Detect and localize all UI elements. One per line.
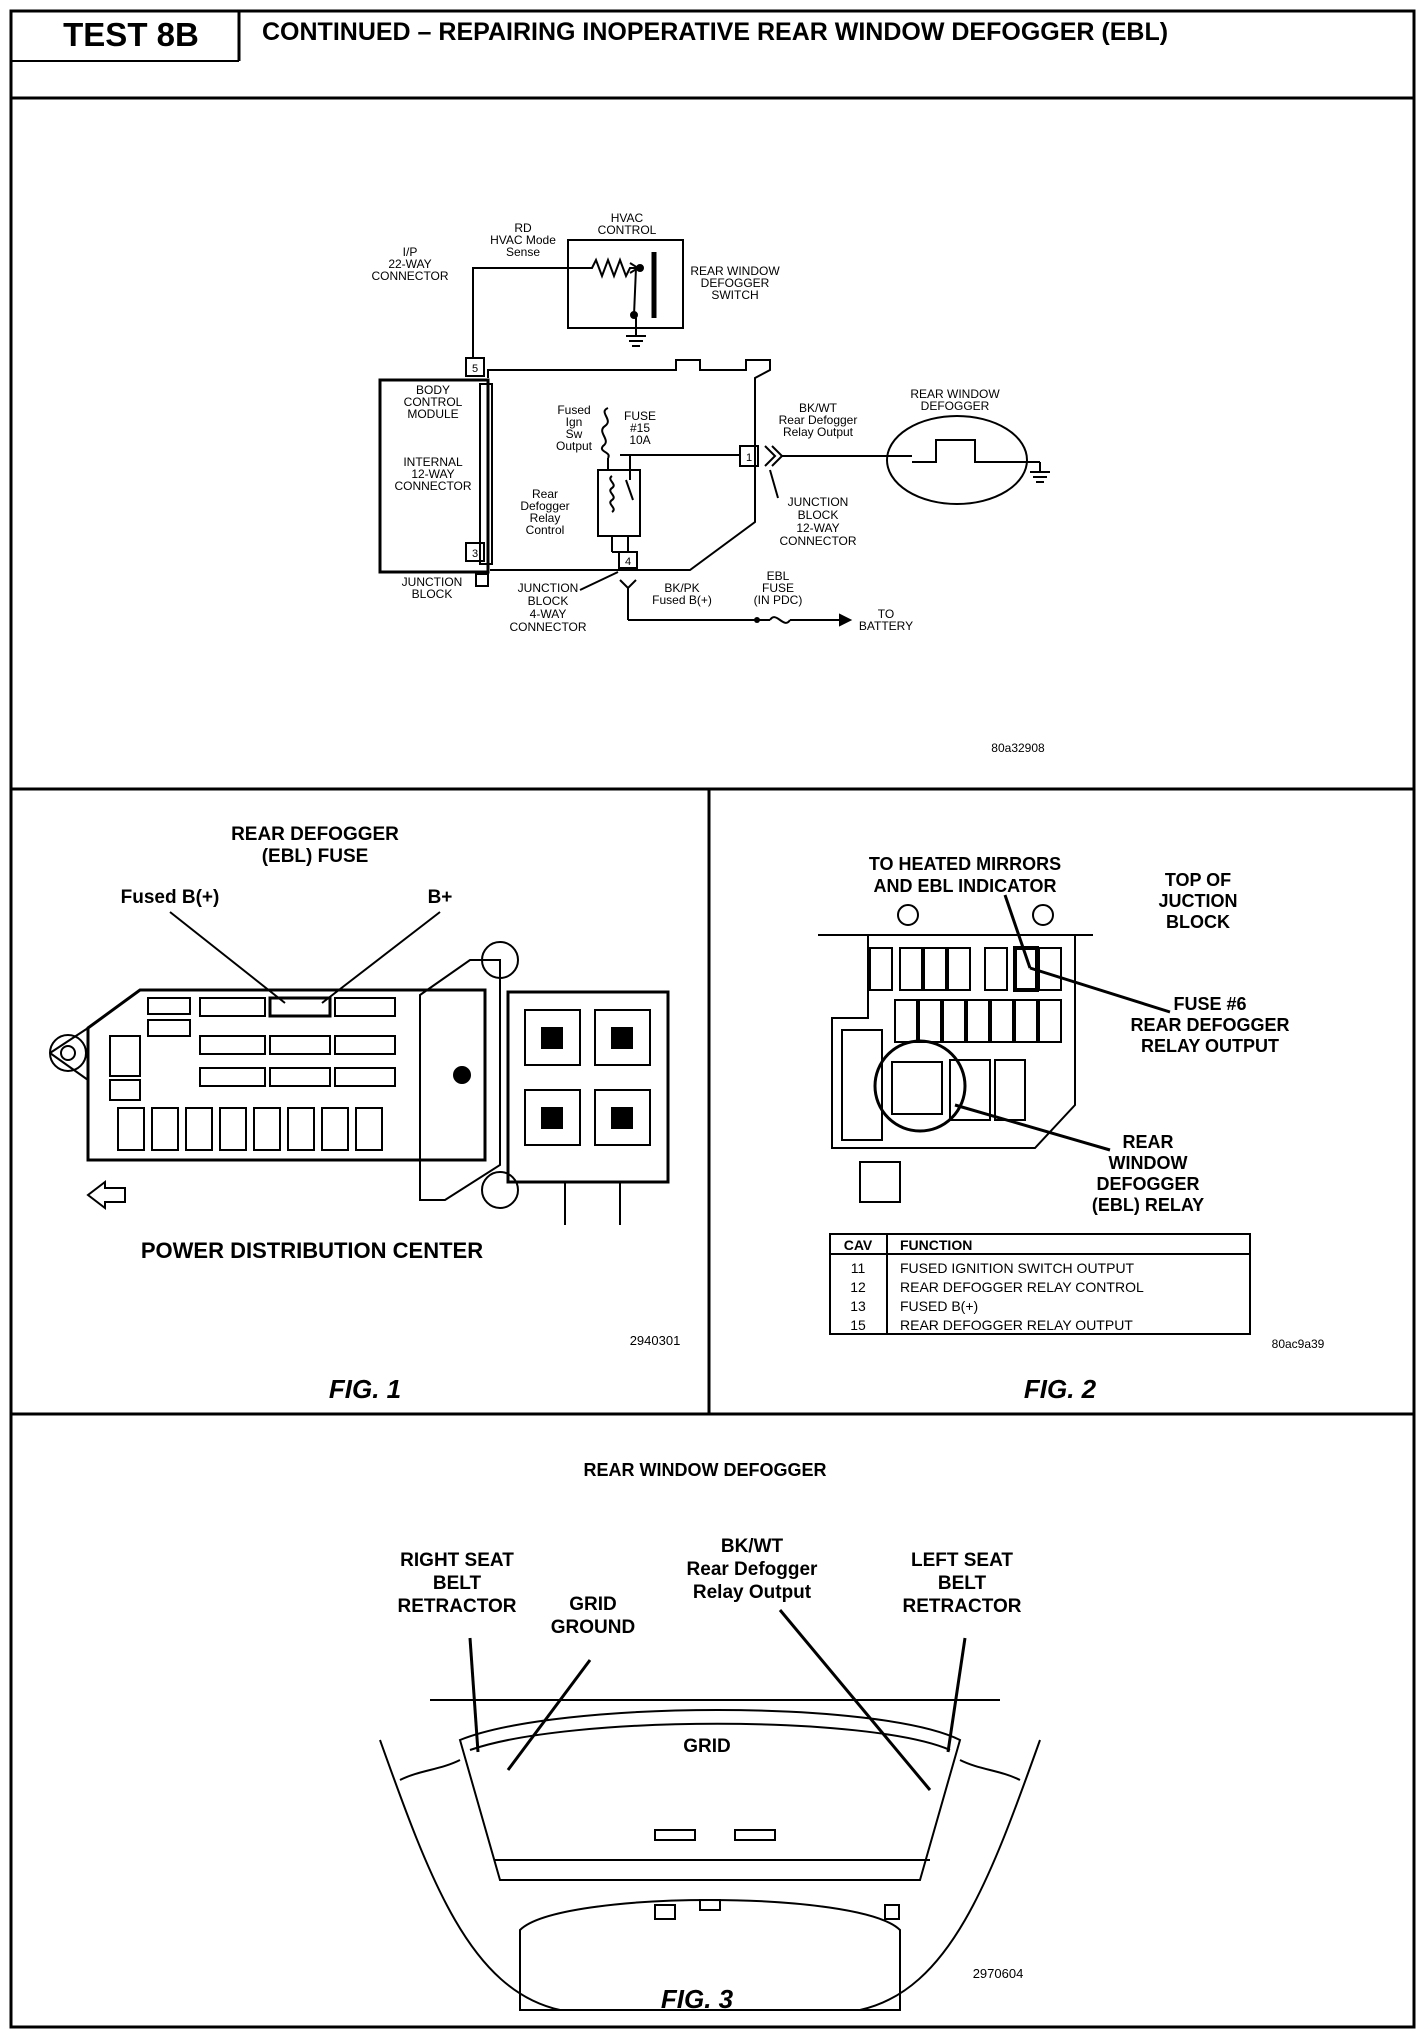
- table-row-cav: 12: [850, 1279, 866, 1295]
- table-row-cav: 13: [850, 1298, 866, 1314]
- resistor-symbol: [568, 257, 638, 279]
- table-row-cav: 15: [850, 1317, 866, 1333]
- pin-4: 4: [625, 556, 631, 568]
- table-header-cav: CAV: [844, 1237, 873, 1253]
- fig1-title: REAR DEFOGGER(EBL) FUSE: [231, 824, 399, 867]
- fig3-code: 2970604: [973, 1966, 1024, 1981]
- table-row-function: FUSED B(+): [900, 1298, 978, 1314]
- hvac-control-box: [567, 239, 684, 329]
- fig2-code: 80ac9a39: [1272, 1337, 1325, 1351]
- cav-table: [829, 1233, 1251, 1335]
- table-header-function: FUNCTION: [900, 1237, 972, 1253]
- page-title: CONTINUED – REPAIRING INOPERATIVE REAR W…: [262, 18, 1169, 46]
- fig1-pdc-drawing: REAR DEFOGGER(EBL) FUSE Fused B(+) B+ PO…: [49, 824, 681, 1404]
- relay-box: [597, 469, 641, 537]
- fig2-caption: FIG. 2: [1024, 1374, 1097, 1404]
- fig3-title: REAR WINDOW DEFOGGER: [584, 1460, 827, 1480]
- pin-1: 1: [746, 452, 752, 464]
- fig1-caption: FIG. 1: [329, 1374, 401, 1404]
- direction-arrow-icon: [86, 1179, 126, 1211]
- defogger-oval: [886, 415, 1028, 505]
- table-row-function: REAR DEFOGGER RELAY OUTPUT: [900, 1317, 1133, 1333]
- pin-3: 3: [472, 548, 478, 560]
- table-row-function: REAR DEFOGGER RELAY CONTROL: [900, 1279, 1144, 1295]
- schematic-code: 80a32908: [991, 741, 1045, 755]
- pin-5: 5: [472, 363, 478, 375]
- jb-body: [831, 935, 1076, 1149]
- grid-label: GRID: [683, 1736, 731, 1757]
- table-row-cav: 11: [851, 1260, 866, 1276]
- junction-block-outline: [487, 359, 771, 571]
- fig1-code: 2940301: [630, 1333, 681, 1348]
- relay-block: [506, 990, 670, 1184]
- rear-window-outline: [458, 1709, 962, 1881]
- pdc-body: [86, 988, 487, 1162]
- maxi-fuse-row: [117, 1107, 383, 1151]
- bcm-box: [378, 378, 490, 574]
- pdc-label: POWER DISTRIBUTION CENTER: [141, 1238, 483, 1263]
- test-label: TEST 8B: [63, 16, 199, 53]
- b-plus-label: B+: [428, 887, 453, 908]
- fig3-caption: FIG. 3: [661, 1984, 734, 2014]
- relay-highlight-circle: [873, 1039, 967, 1133]
- fused-b-label: Fused B(+): [121, 887, 220, 908]
- table-row-function: FUSED IGNITION SWITCH OUTPUT: [900, 1260, 1135, 1276]
